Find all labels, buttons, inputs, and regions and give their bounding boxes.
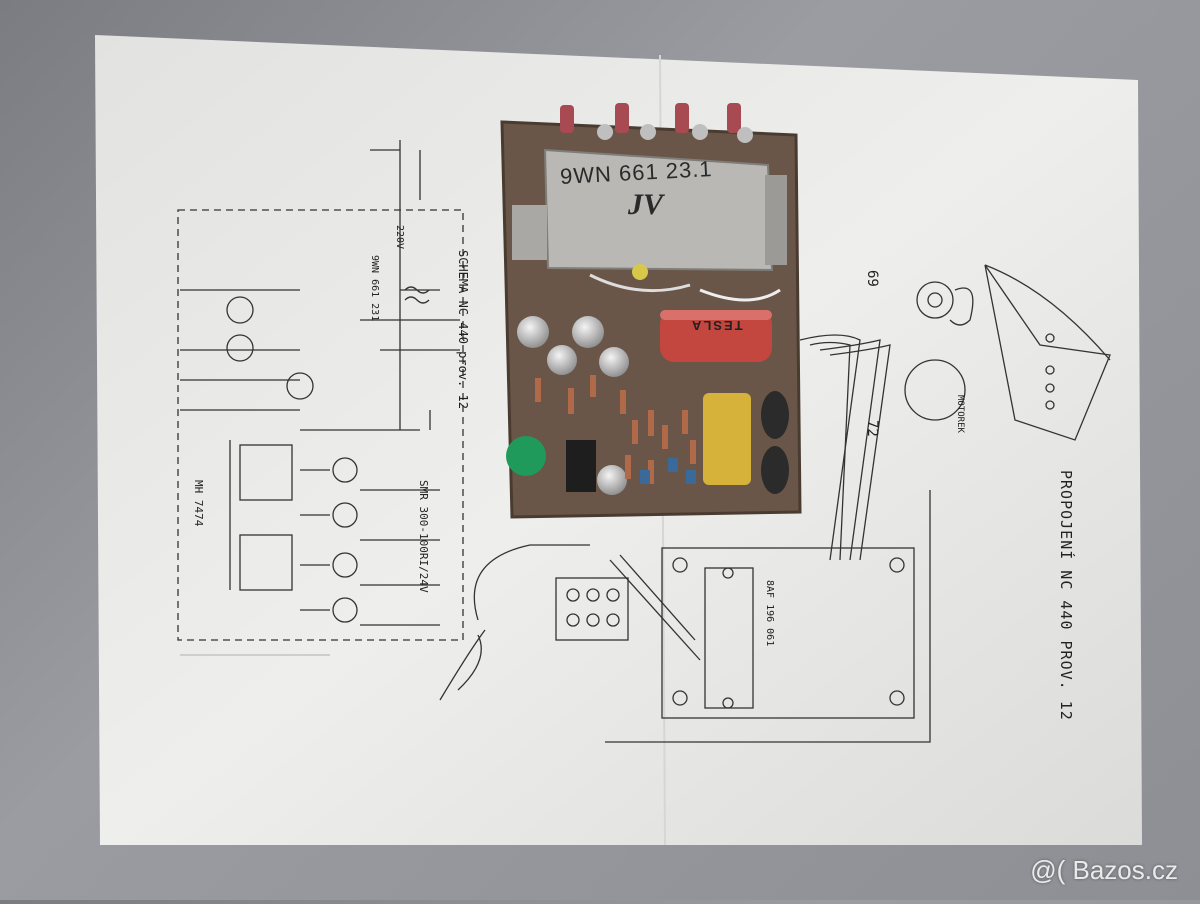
schematic-drawing [177, 140, 464, 656]
resistors [535, 375, 696, 484]
capacitor-brand: TESLA [690, 318, 743, 333]
schematic-module-label: SMR 300-100RI/24V [417, 480, 430, 593]
wiring-title: PROPOJENÍ NC 440 PROV. 12 [1057, 470, 1075, 721]
schematic-voltage-label: 220V [394, 225, 405, 250]
relay-logo: JV [628, 188, 664, 221]
electrolytic-capacitors [517, 316, 629, 495]
watermark: @( Bazos.cz [1030, 855, 1178, 886]
watermark-symbol: @( [1030, 855, 1066, 885]
wiring-motor-label: MOTOREK [955, 395, 965, 433]
tesla-capacitor [660, 310, 772, 362]
schematic-title: SCHEMA NC 440 prov. 12 [456, 250, 470, 409]
wiring-ref-69: 69 [864, 270, 880, 287]
wiring-ref-72: 72 [864, 420, 880, 437]
wiring-part-label: 8AF 196 061 [764, 580, 775, 647]
relay-can [545, 150, 772, 270]
yellow-capacitor [703, 393, 751, 485]
green-indicator [506, 436, 546, 476]
schematic-mh-label: MH 7474 [192, 480, 205, 527]
wiring-drawing [439, 264, 1111, 743]
ic-chip [566, 440, 596, 492]
watermark-text: Bazos.cz [1072, 855, 1179, 885]
circuit-board [500, 103, 802, 519]
top-terminals [560, 103, 753, 143]
schematic-transformer-label: 9WN 661 231 [369, 255, 380, 322]
